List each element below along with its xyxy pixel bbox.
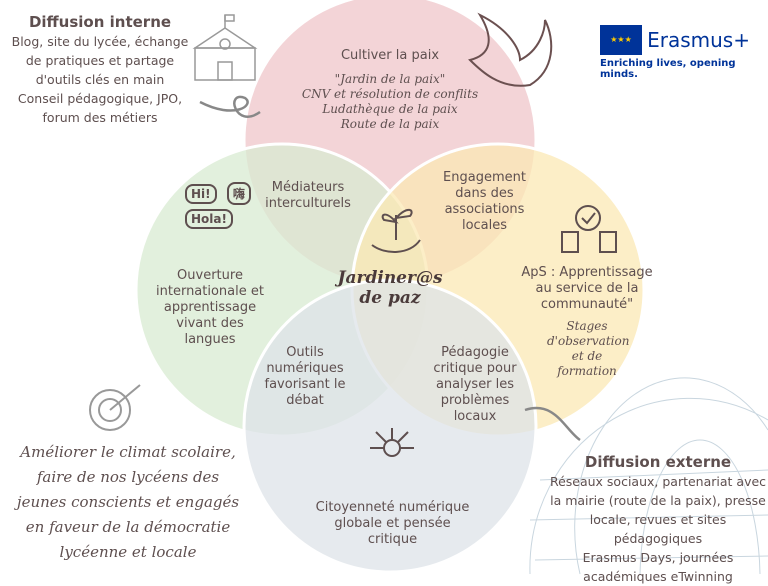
top-item: Route de la paix (340, 117, 440, 131)
plant-hand-icon (371, 208, 421, 253)
speech-bubbles: Hi! 嗨 Hola! (185, 182, 251, 229)
overlap-bottom-left: Outils numériques favorisant le débat (264, 345, 346, 408)
goal-line: jeunes conscients et engagés (16, 493, 240, 511)
internal-line: Blog, site du lycée, échange (11, 34, 189, 49)
community-icon (561, 205, 617, 253)
external-line: Erasmus Days, journées (582, 550, 734, 565)
top-item: Ludathèque de la paix (322, 102, 458, 116)
right-items: Stages d'observation et de formation (547, 319, 630, 378)
internal-line: de pratiques et partage (25, 53, 175, 68)
internal-line: forum des métiers (42, 110, 158, 125)
bubble-hi: Hi! (185, 184, 217, 204)
external-line: la mairie (route de la paix), presse (550, 493, 766, 508)
top-item: CNV et résolution de conflits (301, 87, 479, 101)
top-title: Cultiver la paix (340, 48, 440, 63)
school-icon (192, 14, 258, 81)
network-icon (370, 428, 414, 457)
circle-bottom (242, 278, 538, 574)
goal-text: Améliorer le climat scolaire, faire de n… (8, 440, 248, 565)
top-circle-text: Cultiver la paix "Jardin de la paix" CNV… (300, 48, 480, 132)
internal-line: Conseil pédagogique, JPO, (17, 91, 183, 106)
logo-tagline: Enriching lives, opening minds. (600, 58, 736, 80)
internal-title: Diffusion interne (28, 13, 172, 31)
target-icon (89, 384, 141, 431)
globe-icon (529, 377, 768, 575)
overlap-top-right: Engagement dans des associations locales (443, 170, 526, 233)
goal-line: faire de nos lycéens des (36, 468, 220, 486)
external-line: locale, revues et sites pédagogiques (589, 512, 727, 546)
internal-diffusion: Diffusion interne Blog, site du lycée, é… (5, 12, 195, 127)
arrow-right-icon (524, 406, 581, 442)
external-diffusion: Diffusion externe Réseaux sociaux, parte… (545, 452, 768, 586)
goal-line: Améliorer le climat scolaire, (20, 443, 236, 461)
bottom-circle-text: Citoyenneté numérique globale et pensée … (315, 500, 470, 547)
bubble-chinese: 嗨 (226, 182, 251, 205)
bubble-hola: Hola! (185, 209, 233, 229)
right-title: ApS : Apprentissage au service de la com… (521, 265, 653, 312)
goal-line: en faveur de la démocratie (25, 518, 231, 536)
goal-line: lycéenne et locale (59, 543, 197, 561)
arrow-left-icon (199, 95, 261, 118)
right-circle-text: ApS : Apprentissage au service de la com… (512, 265, 662, 379)
logo-name: Erasmus+ (647, 28, 750, 52)
external-title: Diffusion externe (584, 453, 732, 471)
center-title: Jardiner@s de paz (337, 268, 443, 308)
erasmus-logo: ★★★ Erasmus+ Enriching lives, opening mi… (600, 25, 768, 80)
overlap-bottom-right: Pédagogie critique pour analyser les pro… (433, 345, 517, 424)
dove-icon (468, 12, 553, 87)
external-line: académiques eTwinning (583, 569, 733, 584)
internal-line: d'outils clés en main (35, 72, 165, 87)
external-line: Réseaux sociaux, partenariat avec (549, 474, 767, 489)
overlap-top-left: Médiateurs interculturels (265, 180, 351, 211)
eu-flag-icon: ★★★ (600, 25, 642, 55)
left-circle-text: Ouverture internationale et apprentissag… (156, 268, 264, 347)
top-item: "Jardin de la paix" (334, 72, 446, 86)
